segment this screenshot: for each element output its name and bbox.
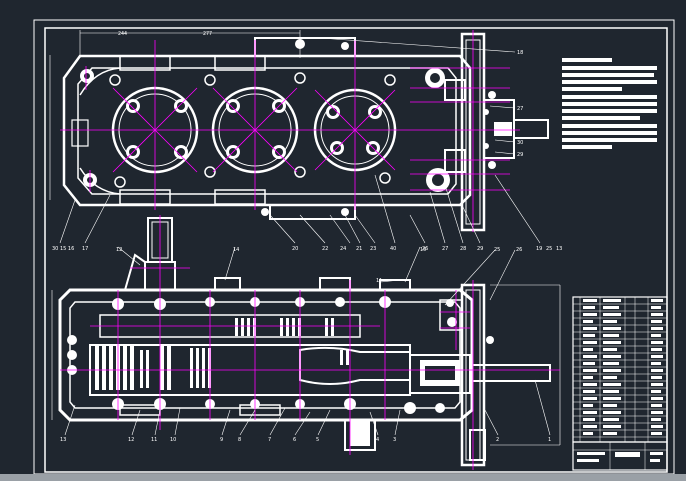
front-label-top-1: 12 bbox=[116, 247, 122, 253]
top-label-bottom-8: 27 bbox=[442, 246, 448, 252]
top-label-bottom-11: 19 bbox=[536, 246, 542, 252]
top-label-right-1: 18 bbox=[517, 50, 523, 56]
front-label-bottom-11: 3 bbox=[393, 437, 396, 443]
front-label-top-5: 25 bbox=[494, 247, 500, 253]
front-label-bottom-10: 4 bbox=[376, 437, 379, 443]
dimension-top-left: 244 bbox=[118, 31, 127, 37]
top-view: 244 277 bbox=[49, 30, 562, 252]
top-label-bottom-6: 40 bbox=[390, 246, 396, 252]
top-label-right-4: 29 bbox=[517, 152, 523, 158]
front-view: 12 14 11 15 25 26 13 12 11 10 9 8 7 6 5 … bbox=[51, 215, 561, 470]
technical-requirements-block bbox=[562, 58, 657, 149]
top-label-bottom-12: 25 bbox=[546, 246, 552, 252]
top-label-right-3: 30 bbox=[517, 140, 523, 146]
top-label-left-2: 17 bbox=[82, 246, 88, 252]
front-label-bottom-8: 6 bbox=[293, 437, 296, 443]
front-label-bottom-4: 10 bbox=[170, 437, 176, 443]
footer-bar bbox=[0, 474, 686, 481]
parts-list-table bbox=[572, 296, 668, 443]
front-label-bottom-6: 8 bbox=[238, 437, 241, 443]
top-label-bottom-1: 20 bbox=[292, 246, 298, 252]
front-label-top-3: 11 bbox=[376, 278, 382, 284]
front-label-top-2: 14 bbox=[233, 247, 239, 253]
front-label-bottom-1: 13 bbox=[60, 437, 66, 443]
front-label-top-4: 15 bbox=[420, 247, 426, 253]
title-block bbox=[572, 441, 668, 471]
front-label-bottom-9: 5 bbox=[316, 437, 319, 443]
front-label-bottom-7: 7 bbox=[268, 437, 271, 443]
top-label-bottom-7: 26 bbox=[422, 246, 428, 252]
top-label-bottom-2: 22 bbox=[322, 246, 328, 252]
front-label-bottom-2: 12 bbox=[128, 437, 134, 443]
dimension-top-right: 277 bbox=[203, 31, 212, 37]
front-label-bottom-12: 2 bbox=[496, 437, 499, 443]
top-label-bottom-5: 23 bbox=[370, 246, 376, 252]
top-label-bottom-3: 24 bbox=[340, 246, 346, 252]
front-label-bottom-3: 11 bbox=[151, 437, 157, 443]
top-label-left-1: 30 15 16 bbox=[52, 246, 74, 252]
inner-frame bbox=[44, 27, 668, 473]
top-label-bottom-4: 21 bbox=[356, 246, 362, 252]
top-label-right-2: 27 bbox=[517, 106, 523, 112]
front-label-bottom-13: 1 bbox=[548, 437, 551, 443]
top-label-bottom-10: 29 bbox=[477, 246, 483, 252]
front-label-top-6: 26 bbox=[516, 247, 522, 253]
top-label-bottom-13: 13 bbox=[556, 246, 562, 252]
front-label-bottom-5: 9 bbox=[220, 437, 223, 443]
top-label-bottom-9: 28 bbox=[460, 246, 466, 252]
